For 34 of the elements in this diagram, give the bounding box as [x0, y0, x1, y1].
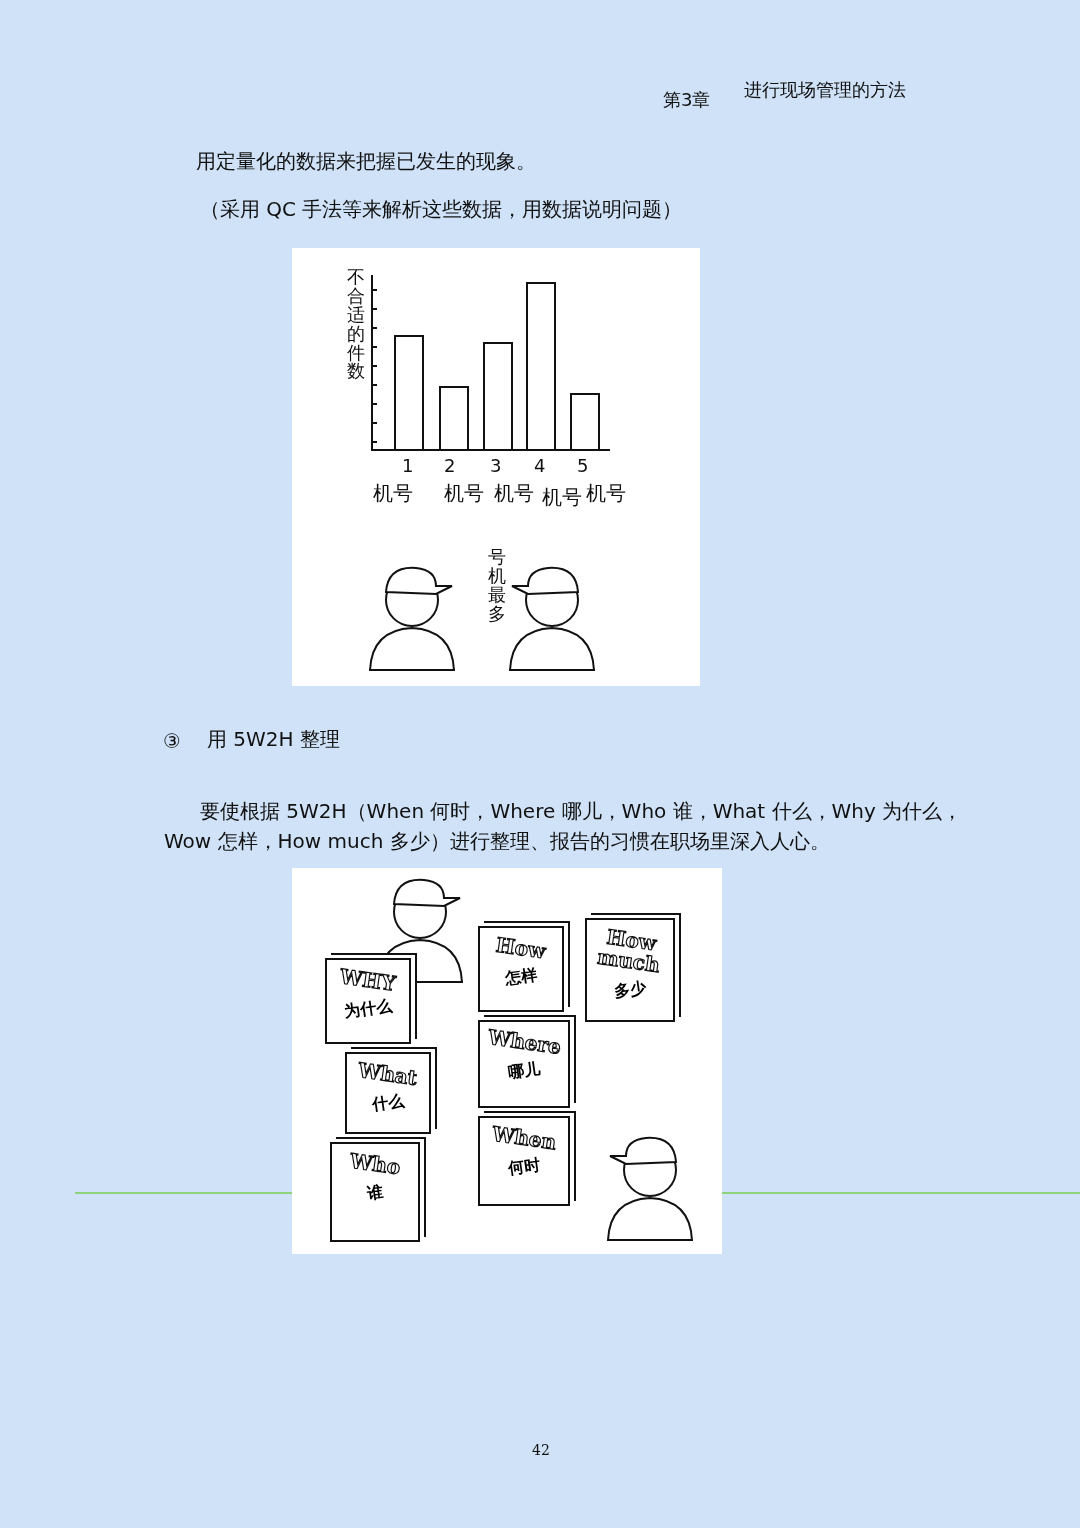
door-heading: When [490, 1123, 558, 1154]
bar-label: 机号 [494, 480, 534, 507]
bar-label: 机号 [444, 480, 484, 507]
paragraph: 要使根据 5W2H（When 何时，Where 哪儿，Who 谁，What 什么，Why 为什么，Wow 怎样，How much 多少）进行整理、报告的习惯在职场里深入人心。 [164, 798, 964, 855]
page-number: 42 [532, 1441, 550, 1460]
door-caption: 为什么 [342, 995, 394, 1024]
body-text: 用定量化的数据来把握已发生的现象。 [196, 148, 536, 175]
door-heading: WHY [339, 966, 397, 995]
tick-label: 5 [577, 454, 589, 478]
chapter-label: 第3章 [663, 88, 711, 112]
tick-label: 4 [534, 454, 546, 478]
door-heading: What [357, 1060, 419, 1089]
bar-label: 机号 [542, 484, 582, 511]
tick-label: 3 [490, 454, 502, 478]
door-caption: 什么 [370, 1090, 406, 1117]
door-heading: How much [595, 924, 663, 978]
door-caption: 多少 [612, 977, 648, 1004]
door-caption: 何时 [506, 1154, 542, 1181]
body-text: （采用 QC 手法等来解析这些数据，用数据说明问题） [200, 196, 683, 223]
bar-label: 机号 [586, 480, 626, 507]
section-heading: 用 5W2H 整理 [207, 726, 340, 753]
axis-title: 不合适的件数 [347, 268, 366, 382]
door-heading: Who [348, 1150, 402, 1179]
door-caption: 哪儿 [506, 1058, 542, 1085]
door-heading: How [495, 934, 547, 963]
list-marker: ③ [163, 728, 181, 755]
header-title: 进行现场管理的方法 [744, 78, 906, 102]
tick-label: 2 [444, 454, 456, 478]
tick-label: 1 [402, 454, 414, 478]
door-caption: 怎样 [503, 964, 539, 991]
door-caption: 谁 [365, 1182, 385, 1205]
door-heading: Where [486, 1027, 562, 1058]
bar-label: 机号 [373, 480, 413, 507]
speech-text: 号机最多 [488, 548, 507, 624]
